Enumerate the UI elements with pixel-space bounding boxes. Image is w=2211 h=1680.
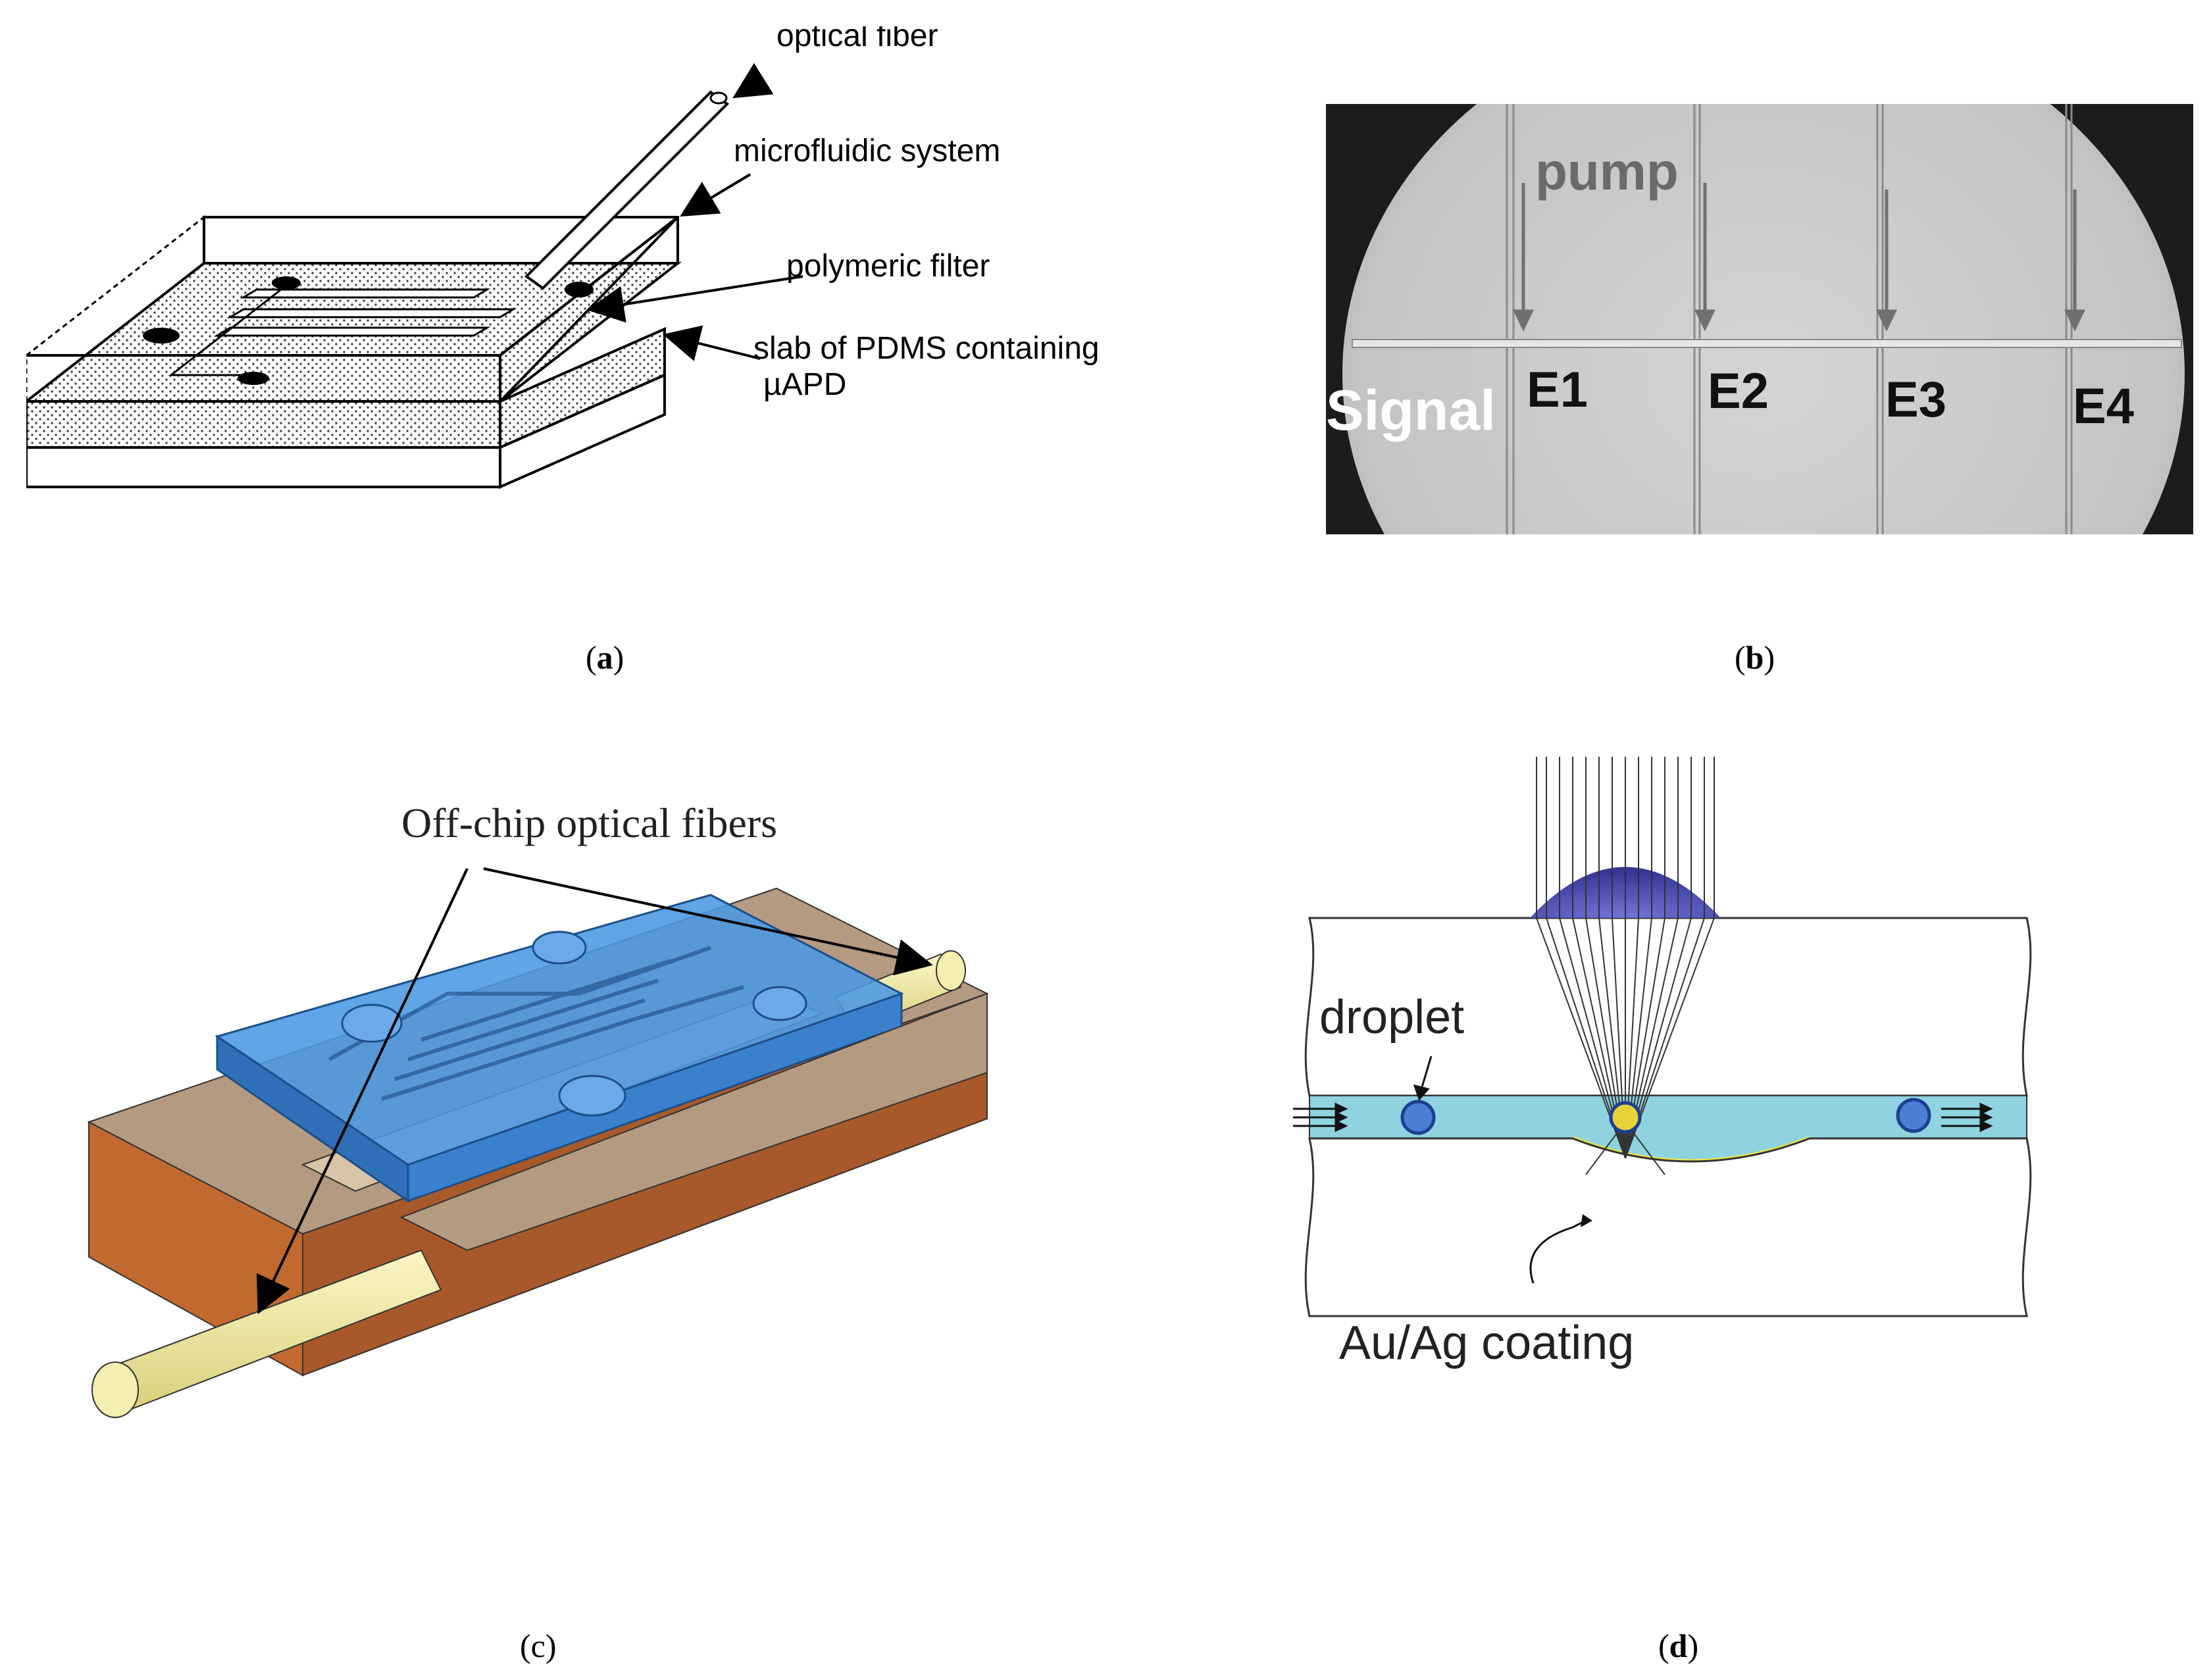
- label-polymeric-filter: polymeric filter: [786, 249, 990, 284]
- optical-fiber-rod: [524, 90, 730, 290]
- label-microfluidic-system: microfluidic system: [734, 134, 1000, 168]
- label-e4: E4: [2073, 378, 2134, 434]
- caption-b-letter: b: [1745, 639, 1764, 676]
- label-pump: pump: [1535, 142, 1679, 201]
- label-au-ag-coating: Au/Ag coating: [1339, 1317, 1634, 1369]
- coating-pointer: [1529, 1219, 1587, 1284]
- panel-b-micrograph: pump Signal E1 E2 E3 E4: [1326, 104, 2193, 534]
- panel-d-sers-diagram: droplet Au/Ag coating: [1293, 757, 2032, 1369]
- label-e2: E2: [1708, 363, 1769, 419]
- flow-arrows: [1293, 1102, 1993, 1133]
- micrograph-field: [1342, 104, 2185, 534]
- panel-c-chip-diagram: Off-chip optical fibers: [87, 800, 989, 1418]
- label-droplet: droplet: [1319, 991, 1464, 1044]
- caption-d: (d): [1658, 1627, 1699, 1664]
- caption-d-letter: d: [1669, 1627, 1688, 1664]
- caption-c: (c): [520, 1627, 557, 1664]
- label-signal: Signal: [1326, 379, 1496, 442]
- caption-a: (a): [586, 639, 624, 676]
- label-slab-line2: µAPD: [763, 367, 846, 402]
- bottom-slab: [1304, 1137, 2032, 1317]
- waveguide: [1352, 339, 2182, 348]
- pump-arrows: [1513, 183, 2085, 332]
- pdms-slab: [26, 326, 666, 490]
- caption-a-letter: a: [596, 639, 613, 676]
- label-optical-fiber: optical fiber: [776, 26, 938, 53]
- fiber-front: [91, 1249, 442, 1418]
- caption-b: (b): [1735, 639, 1775, 676]
- panel-a-diagram: optical fiber microfluidic system polyme…: [26, 26, 1100, 490]
- label-slab-line1: slab of PDMS containing: [753, 331, 1100, 366]
- base-front-ridge: [399, 992, 988, 1252]
- droplets: [1400, 1098, 1931, 1135]
- caption-c-letter: c: [530, 1627, 546, 1664]
- label-off-chip-fibers: Off-chip optical fibers: [401, 800, 777, 846]
- light-rays: [1536, 757, 1715, 1175]
- droplet-pointer: [1413, 1056, 1433, 1101]
- label-e1: E1: [1527, 362, 1588, 418]
- pdms-chip: [215, 894, 904, 1203]
- label-e3: E3: [1885, 372, 1946, 428]
- channels: [143, 276, 594, 385]
